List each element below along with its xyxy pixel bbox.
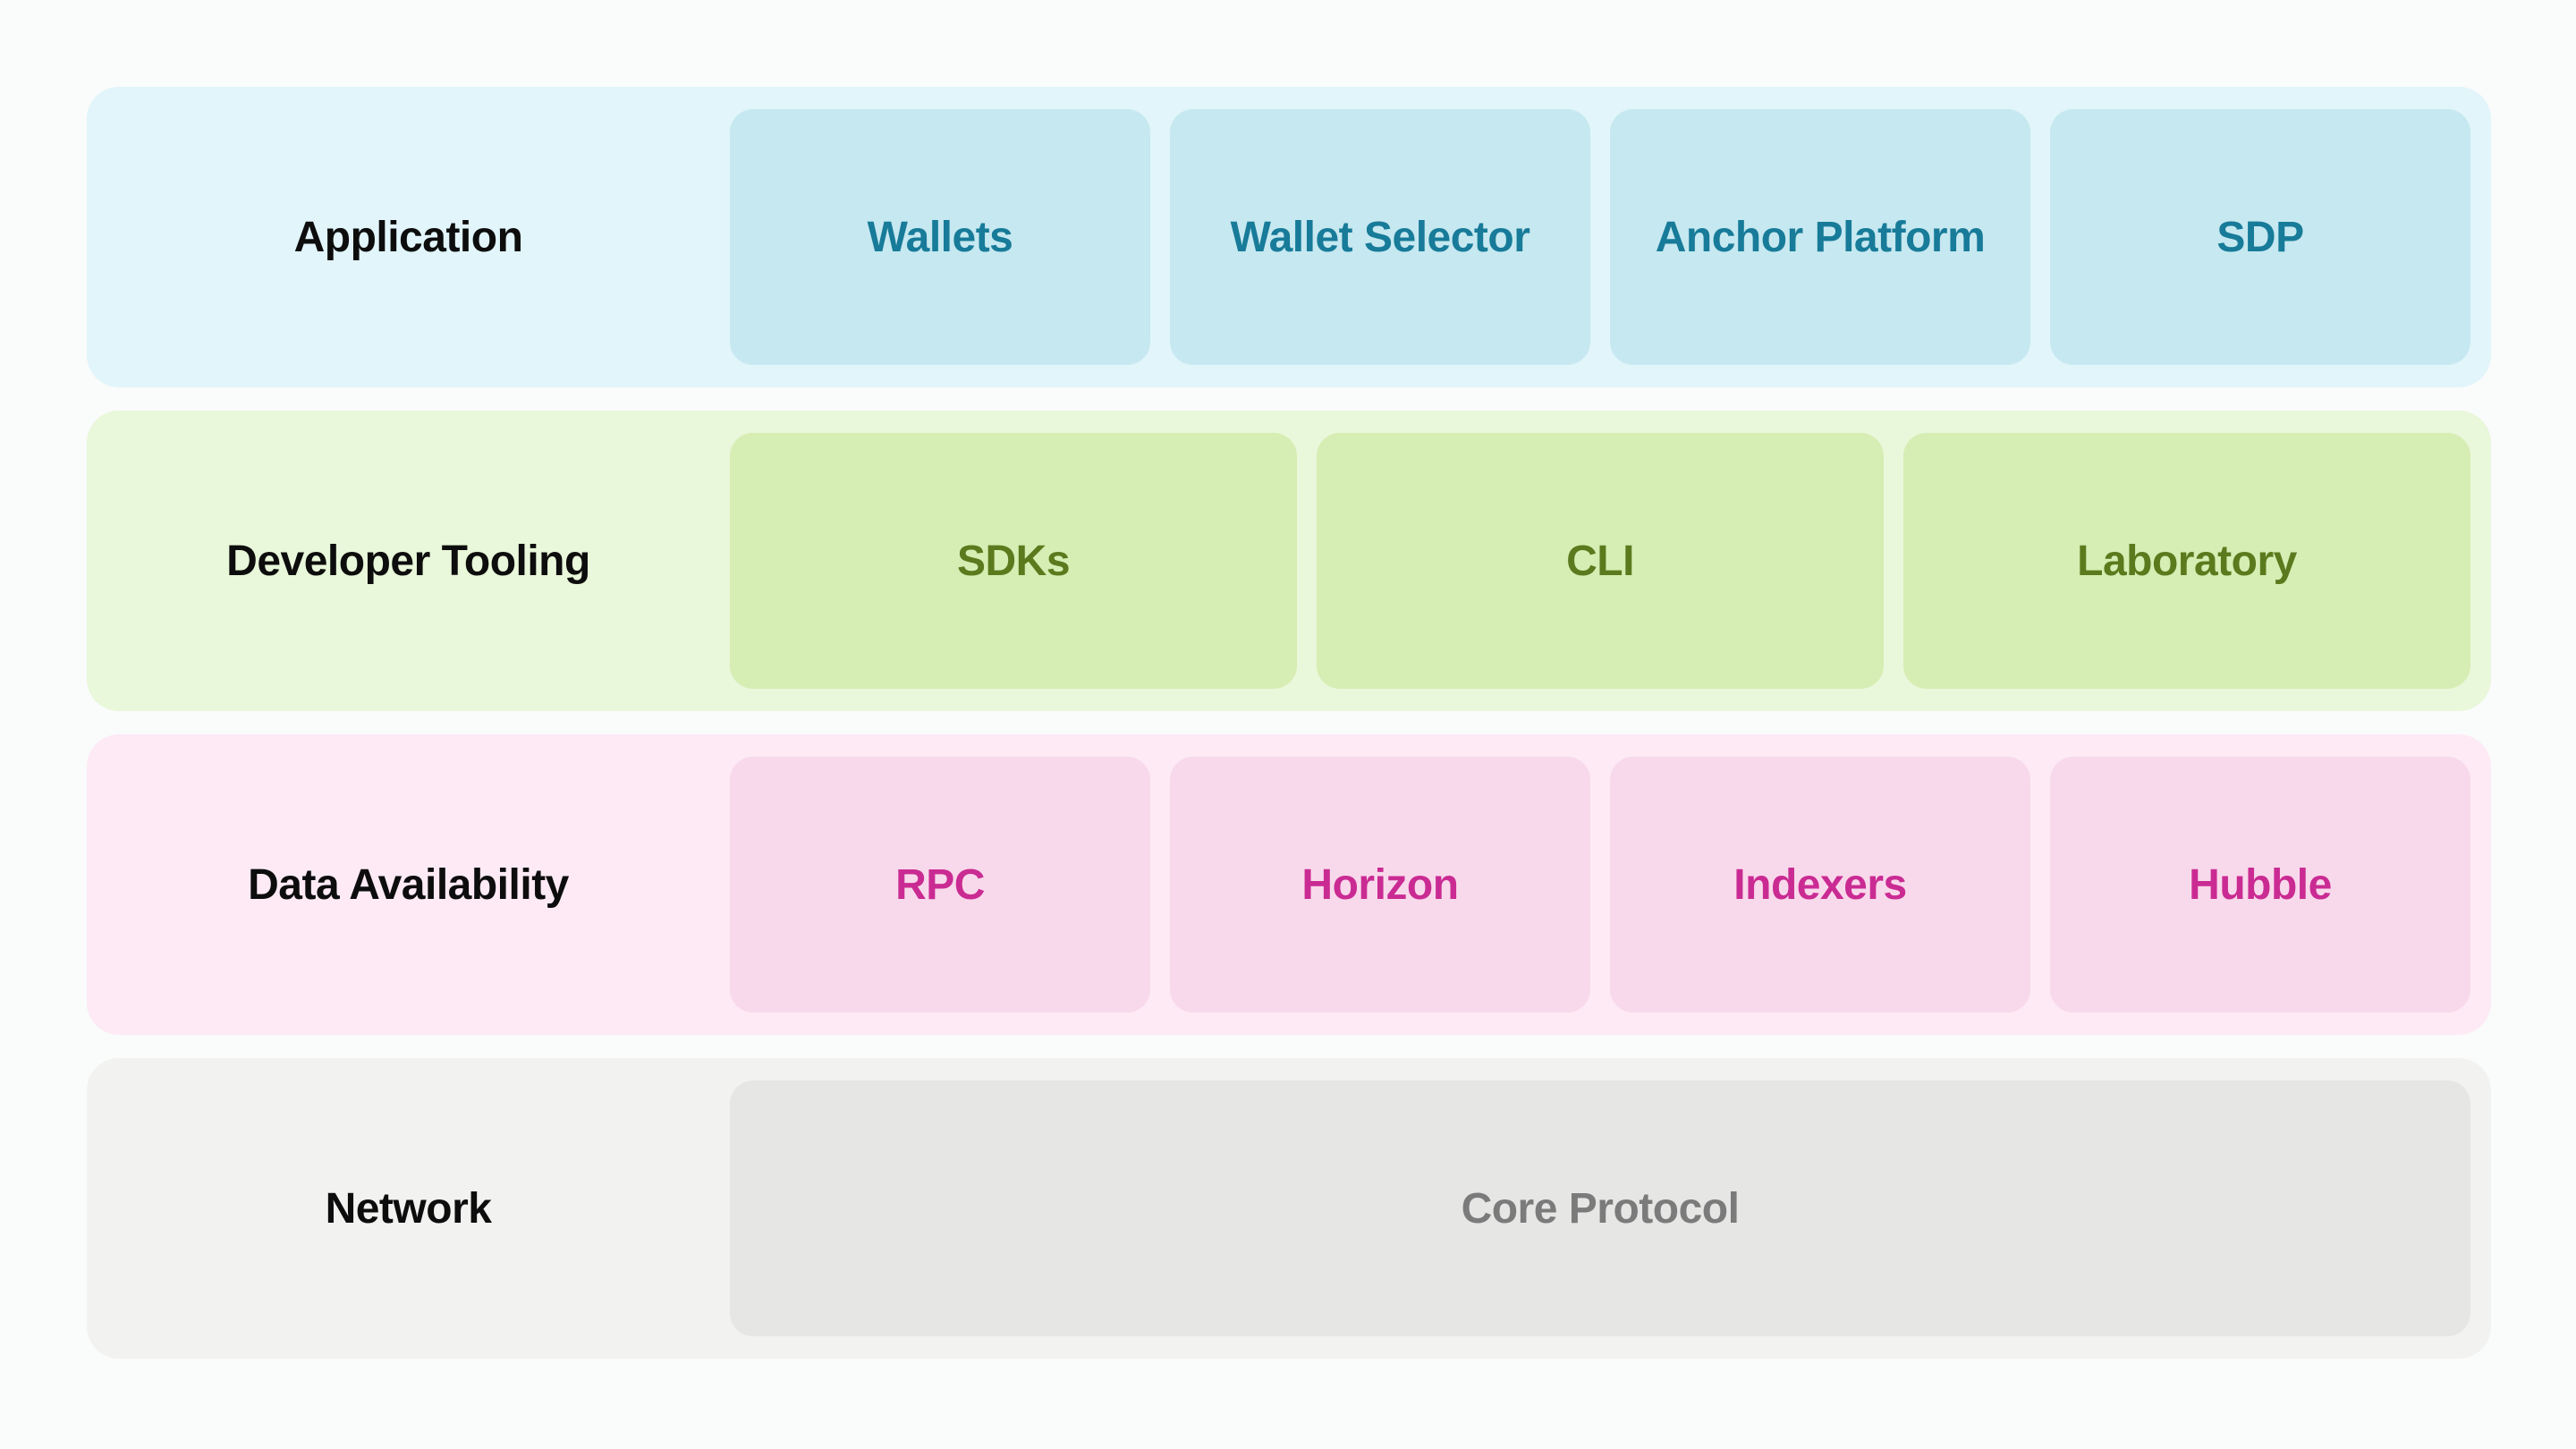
- box-laboratory[interactable]: Laboratory: [1903, 433, 2470, 689]
- layer-boxes-network: Core Protocol: [730, 1058, 2491, 1359]
- box-sdks[interactable]: SDKs: [730, 433, 1297, 689]
- layer-row-network: Network Core Protocol: [87, 1058, 2491, 1359]
- layer-label-application: Application: [293, 213, 523, 261]
- box-horizon[interactable]: Horizon: [1170, 757, 1590, 1013]
- box-sdp[interactable]: SDP: [2050, 109, 2470, 365]
- box-rpc[interactable]: RPC: [730, 757, 1150, 1013]
- box-core-protocol[interactable]: Core Protocol: [730, 1080, 2470, 1336]
- box-anchor-platform[interactable]: Anchor Platform: [1610, 109, 2030, 365]
- layer-label-data-availability: Data Availability: [248, 860, 569, 909]
- box-wallets[interactable]: Wallets: [730, 109, 1150, 365]
- box-cli[interactable]: CLI: [1317, 433, 1884, 689]
- layer-label-network: Network: [325, 1184, 492, 1233]
- layer-label-developer-tooling: Developer Tooling: [226, 537, 590, 585]
- box-indexers[interactable]: Indexers: [1610, 757, 2030, 1013]
- box-wallet-selector[interactable]: Wallet Selector: [1170, 109, 1590, 365]
- box-hubble[interactable]: Hubble: [2050, 757, 2470, 1013]
